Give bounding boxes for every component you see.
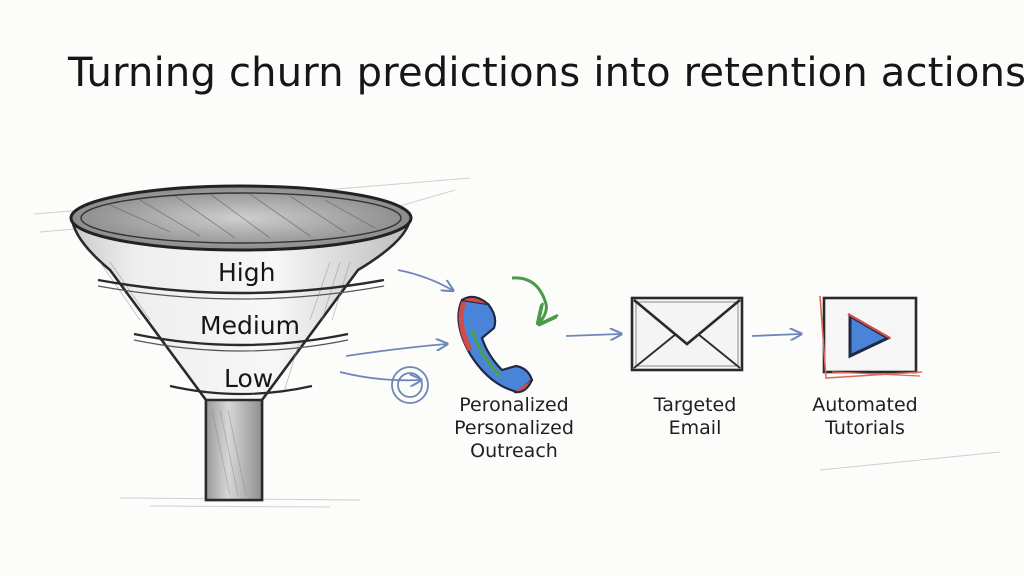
- video-play-icon: [819, 295, 923, 379]
- funnel-graphic: [69, 184, 413, 502]
- outreach-caption-line-3: Outreach: [470, 440, 558, 462]
- email-caption-line-2: Email: [668, 417, 722, 439]
- envelope-icon: [630, 296, 744, 372]
- outreach-caption-line-2: Personalized: [454, 417, 574, 439]
- outreach-caption-line-1: Peronalized: [459, 394, 569, 416]
- arrow-to-tutorials: [751, 334, 800, 336]
- phone-icon: [457, 276, 546, 394]
- diagram-title: Turning churn predictions into retention…: [68, 50, 1024, 96]
- funnel-tier-low-label: Low: [224, 364, 274, 393]
- funnel-to-outreach-arrows: [339, 269, 452, 404]
- funnel-tier-medium-label: Medium: [200, 311, 300, 340]
- arrow-to-email: [565, 334, 620, 336]
- email-caption: Targeted Email: [630, 394, 760, 440]
- outreach-caption: Peronalized Personalized Outreach: [444, 394, 584, 463]
- tutorials-caption: Automated Tutorials: [800, 394, 930, 440]
- email-caption-line-1: Targeted: [653, 394, 737, 416]
- funnel-tier-high-label: High: [218, 258, 276, 287]
- tutorials-caption-line-2: Tutorials: [825, 417, 905, 439]
- tutorials-caption-line-1: Automated: [812, 394, 918, 416]
